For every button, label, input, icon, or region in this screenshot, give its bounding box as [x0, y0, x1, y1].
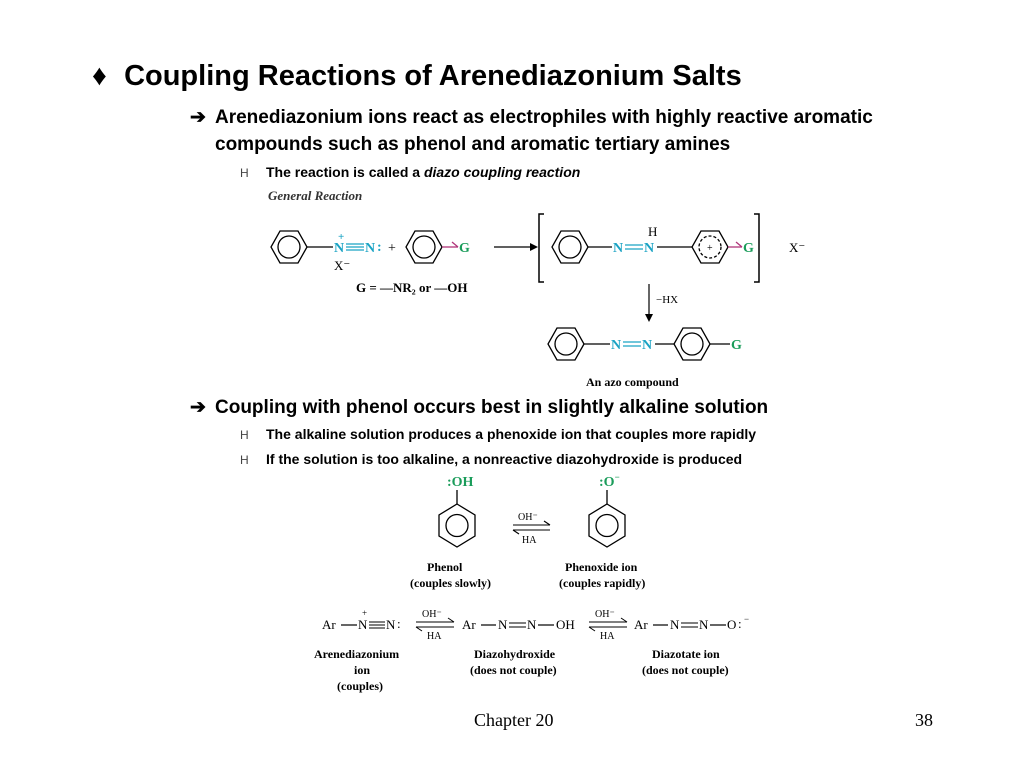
phenol-ring: [438, 503, 476, 548]
benzene-ring-3: [551, 230, 589, 264]
general-reaction-heading: General Reaction: [268, 188, 362, 203]
svg-text:N: N: [334, 241, 344, 256]
azo-compound-caption: An azo compound: [586, 375, 679, 389]
diamond-bullet-icon: ♦: [92, 60, 107, 92]
general-reaction-figure: General Reaction N + N : X⁻ + G G = —NR₂…: [268, 188, 805, 389]
phenol-oh-label: :OH: [447, 475, 474, 490]
svg-text:Diazotate ion: Diazotate ion: [652, 647, 720, 661]
sub-bullet-1-italic: diazo coupling reaction: [423, 164, 581, 180]
svg-text::: :: [377, 240, 382, 255]
svg-text:Diazohydroxide: Diazohydroxide: [474, 647, 556, 661]
svg-text::: :: [397, 616, 401, 631]
g-definition: G = —NR₂ or —OH: [356, 280, 467, 295]
sub-bullet-2: H The alkaline solution produces a phenox…: [240, 426, 756, 442]
bullet-point-1: ➔ Arenediazonium ions react as electroph…: [190, 104, 950, 158]
sub-bullet-3: H If the solution is too alkaline, a nonr…: [240, 451, 742, 467]
oh-minus-label: OH⁻: [518, 512, 538, 523]
counterion-x-2: X⁻: [789, 240, 805, 255]
hydrogen-label: H: [648, 224, 657, 239]
arrow-bullet-icon: ➔: [190, 107, 206, 128]
sub-bullet-icon: H: [240, 428, 249, 442]
bullet-point-2-text: Coupling with phenol occurs best in slig…: [215, 397, 769, 418]
sub-bullet-icon: H: [240, 453, 249, 467]
footer-page-number: 38: [915, 710, 933, 730]
svg-text:N: N: [613, 241, 623, 256]
ha-label: HA: [522, 535, 537, 546]
diazonium-group: N + N :: [334, 231, 382, 256]
plus-sign: +: [388, 241, 396, 256]
diazonium-equilibrium-row: Ar N + N : OH⁻ HA Ar N N OH OH⁻ HA Ar N …: [322, 608, 749, 642]
svg-text:(couples): (couples): [337, 679, 383, 693]
svg-text:N: N: [527, 617, 537, 632]
equilibrium-captions: Arenediazonium ion (couples) Diazohydrox…: [314, 647, 729, 693]
svg-text::: :: [738, 616, 742, 631]
svg-text:HA: HA: [427, 631, 442, 642]
svg-text:N: N: [642, 338, 652, 353]
svg-text:OH⁻: OH⁻: [595, 609, 615, 620]
svg-text:N: N: [670, 617, 680, 632]
svg-text:−: −: [744, 614, 749, 624]
phenol-note: (couples slowly): [410, 576, 491, 590]
azo-linkage-product: N N: [611, 338, 652, 353]
svg-text:N: N: [644, 241, 654, 256]
svg-text:N: N: [611, 338, 621, 353]
svg-text:N: N: [365, 241, 375, 256]
benzene-ring-1: [270, 230, 308, 264]
svg-text:N: N: [498, 617, 508, 632]
phenoxide-ring: [588, 503, 626, 548]
svg-text:+: +: [338, 231, 344, 243]
benzene-ring-2: [405, 230, 443, 264]
svg-text:N: N: [699, 617, 709, 632]
g-substituent: G: [459, 241, 470, 256]
benzene-ring-5: [673, 327, 711, 361]
phenol-label: Phenol: [427, 560, 463, 574]
bullet-point-1-text: Arenediazonium ions react as electrophil…: [215, 107, 873, 155]
svg-text:ion: ion: [354, 663, 370, 677]
counterion-x: X⁻: [334, 258, 350, 273]
sub-bullet-1-text: The reaction is called a: [266, 164, 424, 180]
svg-text:OH: OH: [556, 617, 575, 632]
svg-text:HA: HA: [600, 631, 615, 642]
phenoxide-o-label: :O−: [599, 472, 620, 490]
phenoxide-label: Phenoxide ion: [565, 560, 638, 574]
svg-text:Ar: Ar: [462, 617, 476, 632]
g-substituent-product: G: [731, 338, 742, 353]
bullet-point-2: ➔ Coupling with phenol occurs best in sl…: [190, 394, 768, 421]
svg-text:Ar: Ar: [322, 617, 336, 632]
footer-chapter: Chapter 20: [474, 710, 554, 730]
svg-text:+: +: [362, 608, 367, 618]
sub-bullet-icon: H: [240, 166, 249, 180]
slide-title: ♦ Coupling Reactions of Arenediazonium S…: [92, 60, 742, 93]
phenoxide-note: (couples rapidly): [559, 576, 645, 590]
g-substituent-intermediate: G: [743, 241, 754, 256]
phenol-diazotate-figure: :OH Phenol (couples slowly) OH⁻ HA :O− P…: [314, 472, 749, 693]
sub-bullet-3-text: If the solution is too alkaline, a nonre…: [266, 451, 743, 467]
svg-text:(does not couple): (does not couple): [470, 663, 557, 677]
svg-text:O: O: [727, 617, 736, 632]
sub-bullet-1: H The reaction is called a diazo coupling…: [240, 164, 580, 180]
svg-text:N: N: [386, 617, 396, 632]
svg-text:+: +: [707, 243, 713, 254]
minus-hx-label: −HX: [656, 294, 678, 306]
svg-text:(does not couple): (does not couple): [642, 663, 729, 677]
svg-text:N: N: [358, 617, 368, 632]
svg-text:Ar: Ar: [634, 617, 648, 632]
slide-title-text: Coupling Reactions of Arenediazonium Sal…: [124, 60, 742, 92]
svg-text:OH⁻: OH⁻: [422, 609, 442, 620]
azo-linkage-intermediate: N N: [613, 241, 654, 256]
sub-bullet-2-text: The alkaline solution produces a phenoxi…: [266, 426, 757, 442]
svg-text:Arenediazonium: Arenediazonium: [314, 647, 399, 661]
arrow-bullet-icon: ➔: [190, 397, 206, 418]
benzene-ring-4: [547, 327, 585, 361]
